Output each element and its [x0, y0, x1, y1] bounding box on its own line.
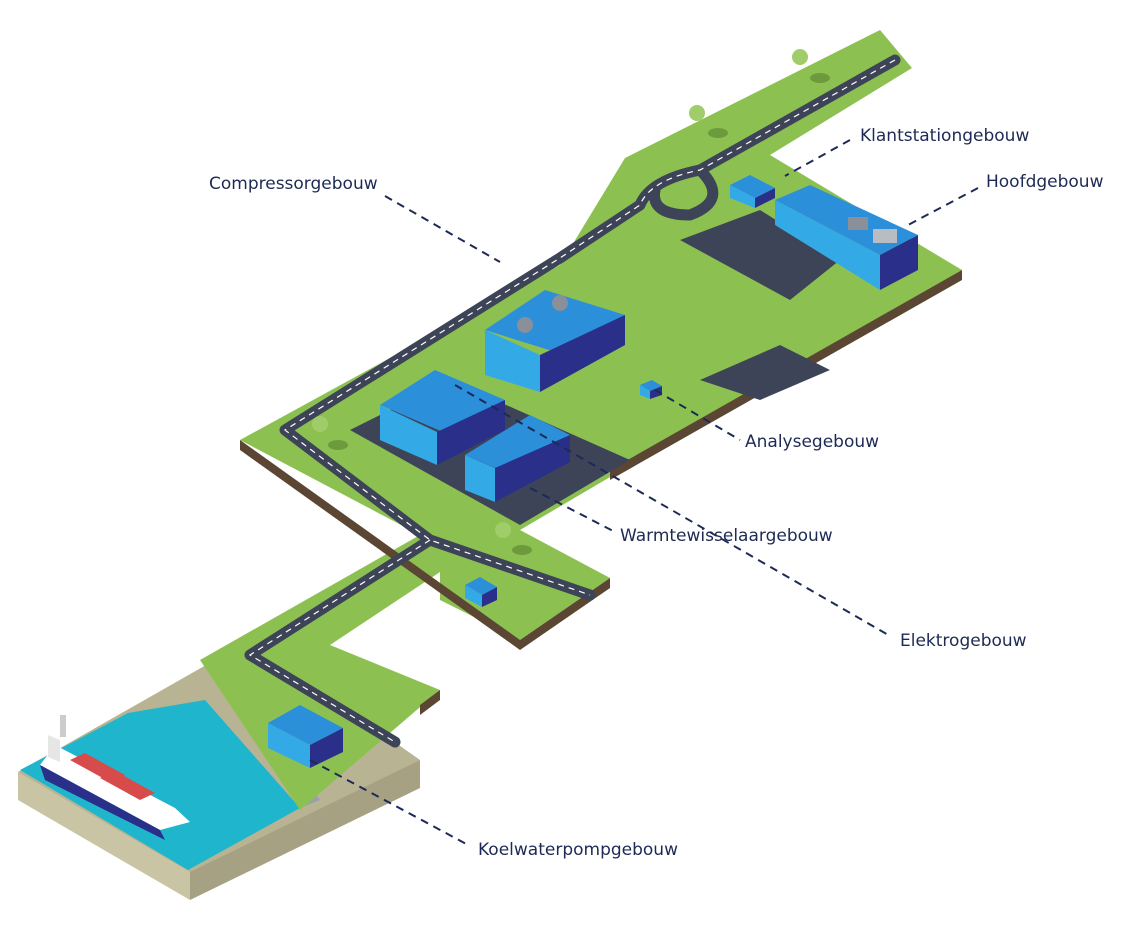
- cargo-ship: [40, 715, 190, 840]
- paved-yard-east: [700, 345, 830, 400]
- building-analyse: [640, 380, 662, 399]
- trees: [312, 49, 830, 555]
- water-area: [20, 700, 300, 870]
- label-koelwaterpompgebouw: Koelwaterpompgebouw: [478, 840, 678, 860]
- building-elektro: [380, 370, 505, 465]
- building-klantstation: [730, 175, 775, 208]
- building-compressor: [485, 290, 625, 392]
- label-klantstationgebouw: Klantstationgebouw: [860, 126, 1030, 146]
- road-markings: [248, 59, 896, 743]
- label-compressorgebouw: Compressorgebouw: [209, 174, 378, 194]
- label-warmtewisselaargebouw: Warmtewisselaargebouw: [620, 526, 833, 546]
- leader-lines: [309, 139, 979, 847]
- building-hoofd: [775, 185, 918, 290]
- building-small-south: [465, 577, 497, 607]
- building-koelwaterpomp: [268, 705, 343, 768]
- label-elektrogebouw: Elektrogebouw: [900, 631, 1027, 651]
- parking-lot: [680, 210, 840, 300]
- label-hoofdgebouw: Hoofdgebouw: [986, 172, 1104, 192]
- building-warmtewisselaar: [465, 415, 570, 502]
- label-analysegebouw: Analysegebouw: [745, 432, 880, 452]
